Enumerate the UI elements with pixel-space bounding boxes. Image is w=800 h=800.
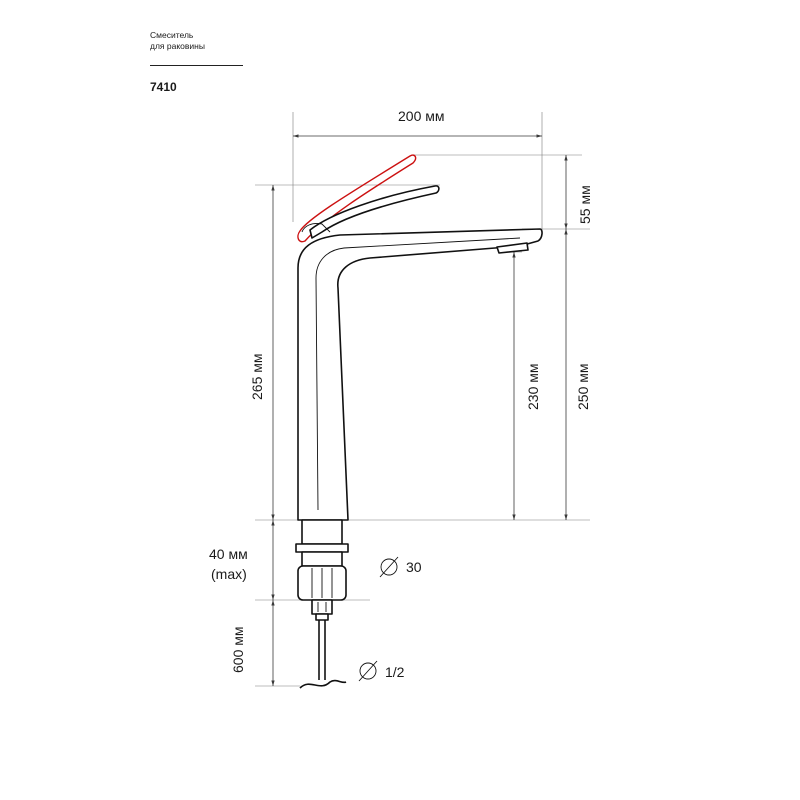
hose-break bbox=[299, 679, 347, 689]
product-caption: Смеситель для раковины bbox=[150, 30, 205, 52]
mount-nut-top bbox=[301, 551, 343, 567]
mount-washer bbox=[295, 543, 349, 553]
caption-divider bbox=[150, 65, 243, 66]
model-number: 7410 bbox=[150, 80, 177, 94]
mount-shank bbox=[301, 519, 343, 545]
label-mount-thickness: 40 мм bbox=[209, 546, 248, 562]
faucet-body bbox=[297, 228, 543, 521]
handle-raised-outline bbox=[297, 154, 417, 243]
label-total-height: 265 мм bbox=[249, 354, 265, 401]
label-width: 200 мм bbox=[398, 108, 445, 124]
label-spout-height: 230 мм bbox=[525, 364, 541, 411]
label-spout-top-height: 250 мм bbox=[575, 364, 591, 411]
mounting-assembly bbox=[295, 519, 349, 689]
hose-fitting bbox=[311, 599, 333, 615]
caption-line-2: для раковины bbox=[150, 41, 205, 51]
spout-inner-curve bbox=[315, 237, 521, 511]
dimension-lines bbox=[271, 134, 568, 686]
label-hose-length: 600 мм bbox=[230, 627, 246, 674]
hose-ferrule bbox=[315, 613, 329, 621]
label-handle-height: 55 мм bbox=[577, 185, 593, 224]
diameter-half-inch: 1/2 bbox=[358, 660, 405, 682]
handle bbox=[309, 185, 440, 239]
diameter-icon bbox=[380, 558, 398, 576]
diameter-30: 30 bbox=[379, 556, 422, 578]
aerator bbox=[496, 242, 529, 254]
label-mount-thickness-note: (max) bbox=[211, 566, 247, 582]
diameter-30-label: 30 bbox=[406, 559, 422, 575]
diameter-half-inch-label: 1/2 bbox=[385, 664, 405, 680]
diameter-icon bbox=[359, 662, 377, 680]
handle-base bbox=[301, 223, 331, 233]
caption-line-1: Смеситель bbox=[150, 30, 194, 40]
